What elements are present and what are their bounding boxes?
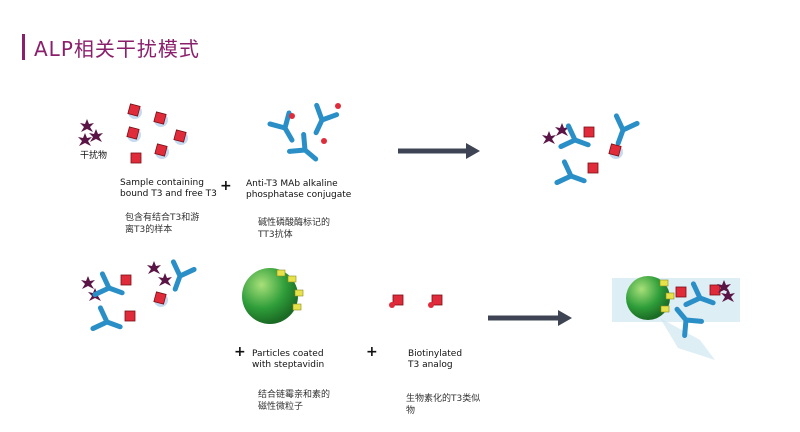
interferent-star-icon — [78, 119, 103, 146]
streptavidin-bead-icon — [242, 268, 304, 324]
particles-cn-label: 结合链霉亲和素的 磁性微粒子 — [258, 390, 331, 412]
interferent-complex-icon — [81, 261, 194, 337]
particles-label: Particles coated with steptavidin — [252, 349, 325, 370]
antibody-y-icon — [270, 103, 341, 167]
analog-square-icon — [389, 294, 443, 308]
conjugate-cn-label: 碱性磷酸酶标记的 TT3抗体 — [258, 218, 331, 240]
sample-label: Sample containing bound T3 and free T3 — [120, 178, 217, 199]
result-complex-icon — [542, 116, 637, 191]
antigen-square-icon — [126, 103, 189, 164]
interferent-label: 干扰物 — [80, 151, 108, 161]
plus-sign: + — [366, 344, 378, 360]
analog-label: Biotinylated T3 analog — [408, 349, 463, 370]
plus-sign: + — [220, 178, 232, 194]
plus-sign: + — [234, 344, 246, 360]
arrow-right-icon — [488, 310, 572, 326]
title-accent-bar — [22, 34, 25, 60]
result-bead-complex-icon — [612, 276, 740, 360]
page-title: ALP相关干扰模式 — [34, 37, 200, 61]
arrow-right-icon — [398, 143, 480, 159]
conjugate-label: Anti-T3 MAb alkaline phosphatase conjuga… — [246, 179, 352, 200]
sample-cn-label: 包含有结合T3和游 离T3的样本 — [125, 213, 200, 235]
analog-cn-label: 生物素化的T3类似 物 — [406, 394, 481, 416]
